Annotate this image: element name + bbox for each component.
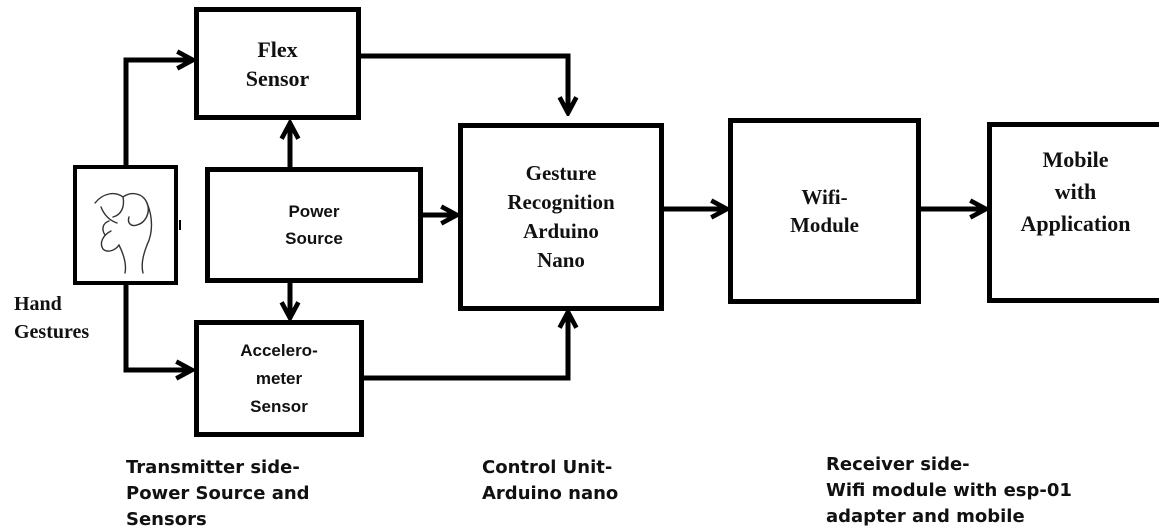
accelerometer-block: Accelero- meter Sensor (194, 320, 364, 437)
accelerometer-label: Accelero- meter Sensor (240, 340, 318, 416)
gesture-recognition-text: Gesture Recognition Arduino Nano (507, 161, 615, 272)
hand-gestures-label: Hand Gestures (14, 293, 90, 343)
gesture-recognition-label: Gesture Recognition Arduino Nano (507, 141, 614, 293)
transmitter-caption: Transmitter side- Power Source and Senso… (126, 457, 310, 529)
hand-to-flex-arrow (123, 60, 193, 165)
wifi-module-block: Wifi- Module (728, 118, 921, 304)
flex-to-gesture-arrow (361, 53, 568, 113)
power-source-block: Power Source (205, 167, 423, 283)
mobile-application-block: Mobile with Application (987, 122, 1159, 303)
wifi-module-label: Wifi- Module (790, 185, 859, 237)
mobile-application-label: Mobile with Application (1020, 147, 1131, 236)
hand-to-accel-arrow (123, 285, 192, 370)
control-unit-caption: Control Unit- Arduino nano (482, 457, 619, 504)
flex-sensor-label: Flex Sensor (245, 36, 310, 91)
gesture-recognition-block: Gesture Recognition Arduino Nano (458, 123, 664, 311)
hand-gesture-image (73, 165, 178, 285)
flex-sensor-block: Flex Sensor (194, 7, 361, 120)
accel-to-gesture-arrow (363, 312, 568, 381)
receiver-caption: Receiver side- Wifi module with esp-01 a… (826, 454, 1072, 527)
power-source-label: Power Source (285, 202, 343, 248)
hand-icon (93, 192, 152, 274)
